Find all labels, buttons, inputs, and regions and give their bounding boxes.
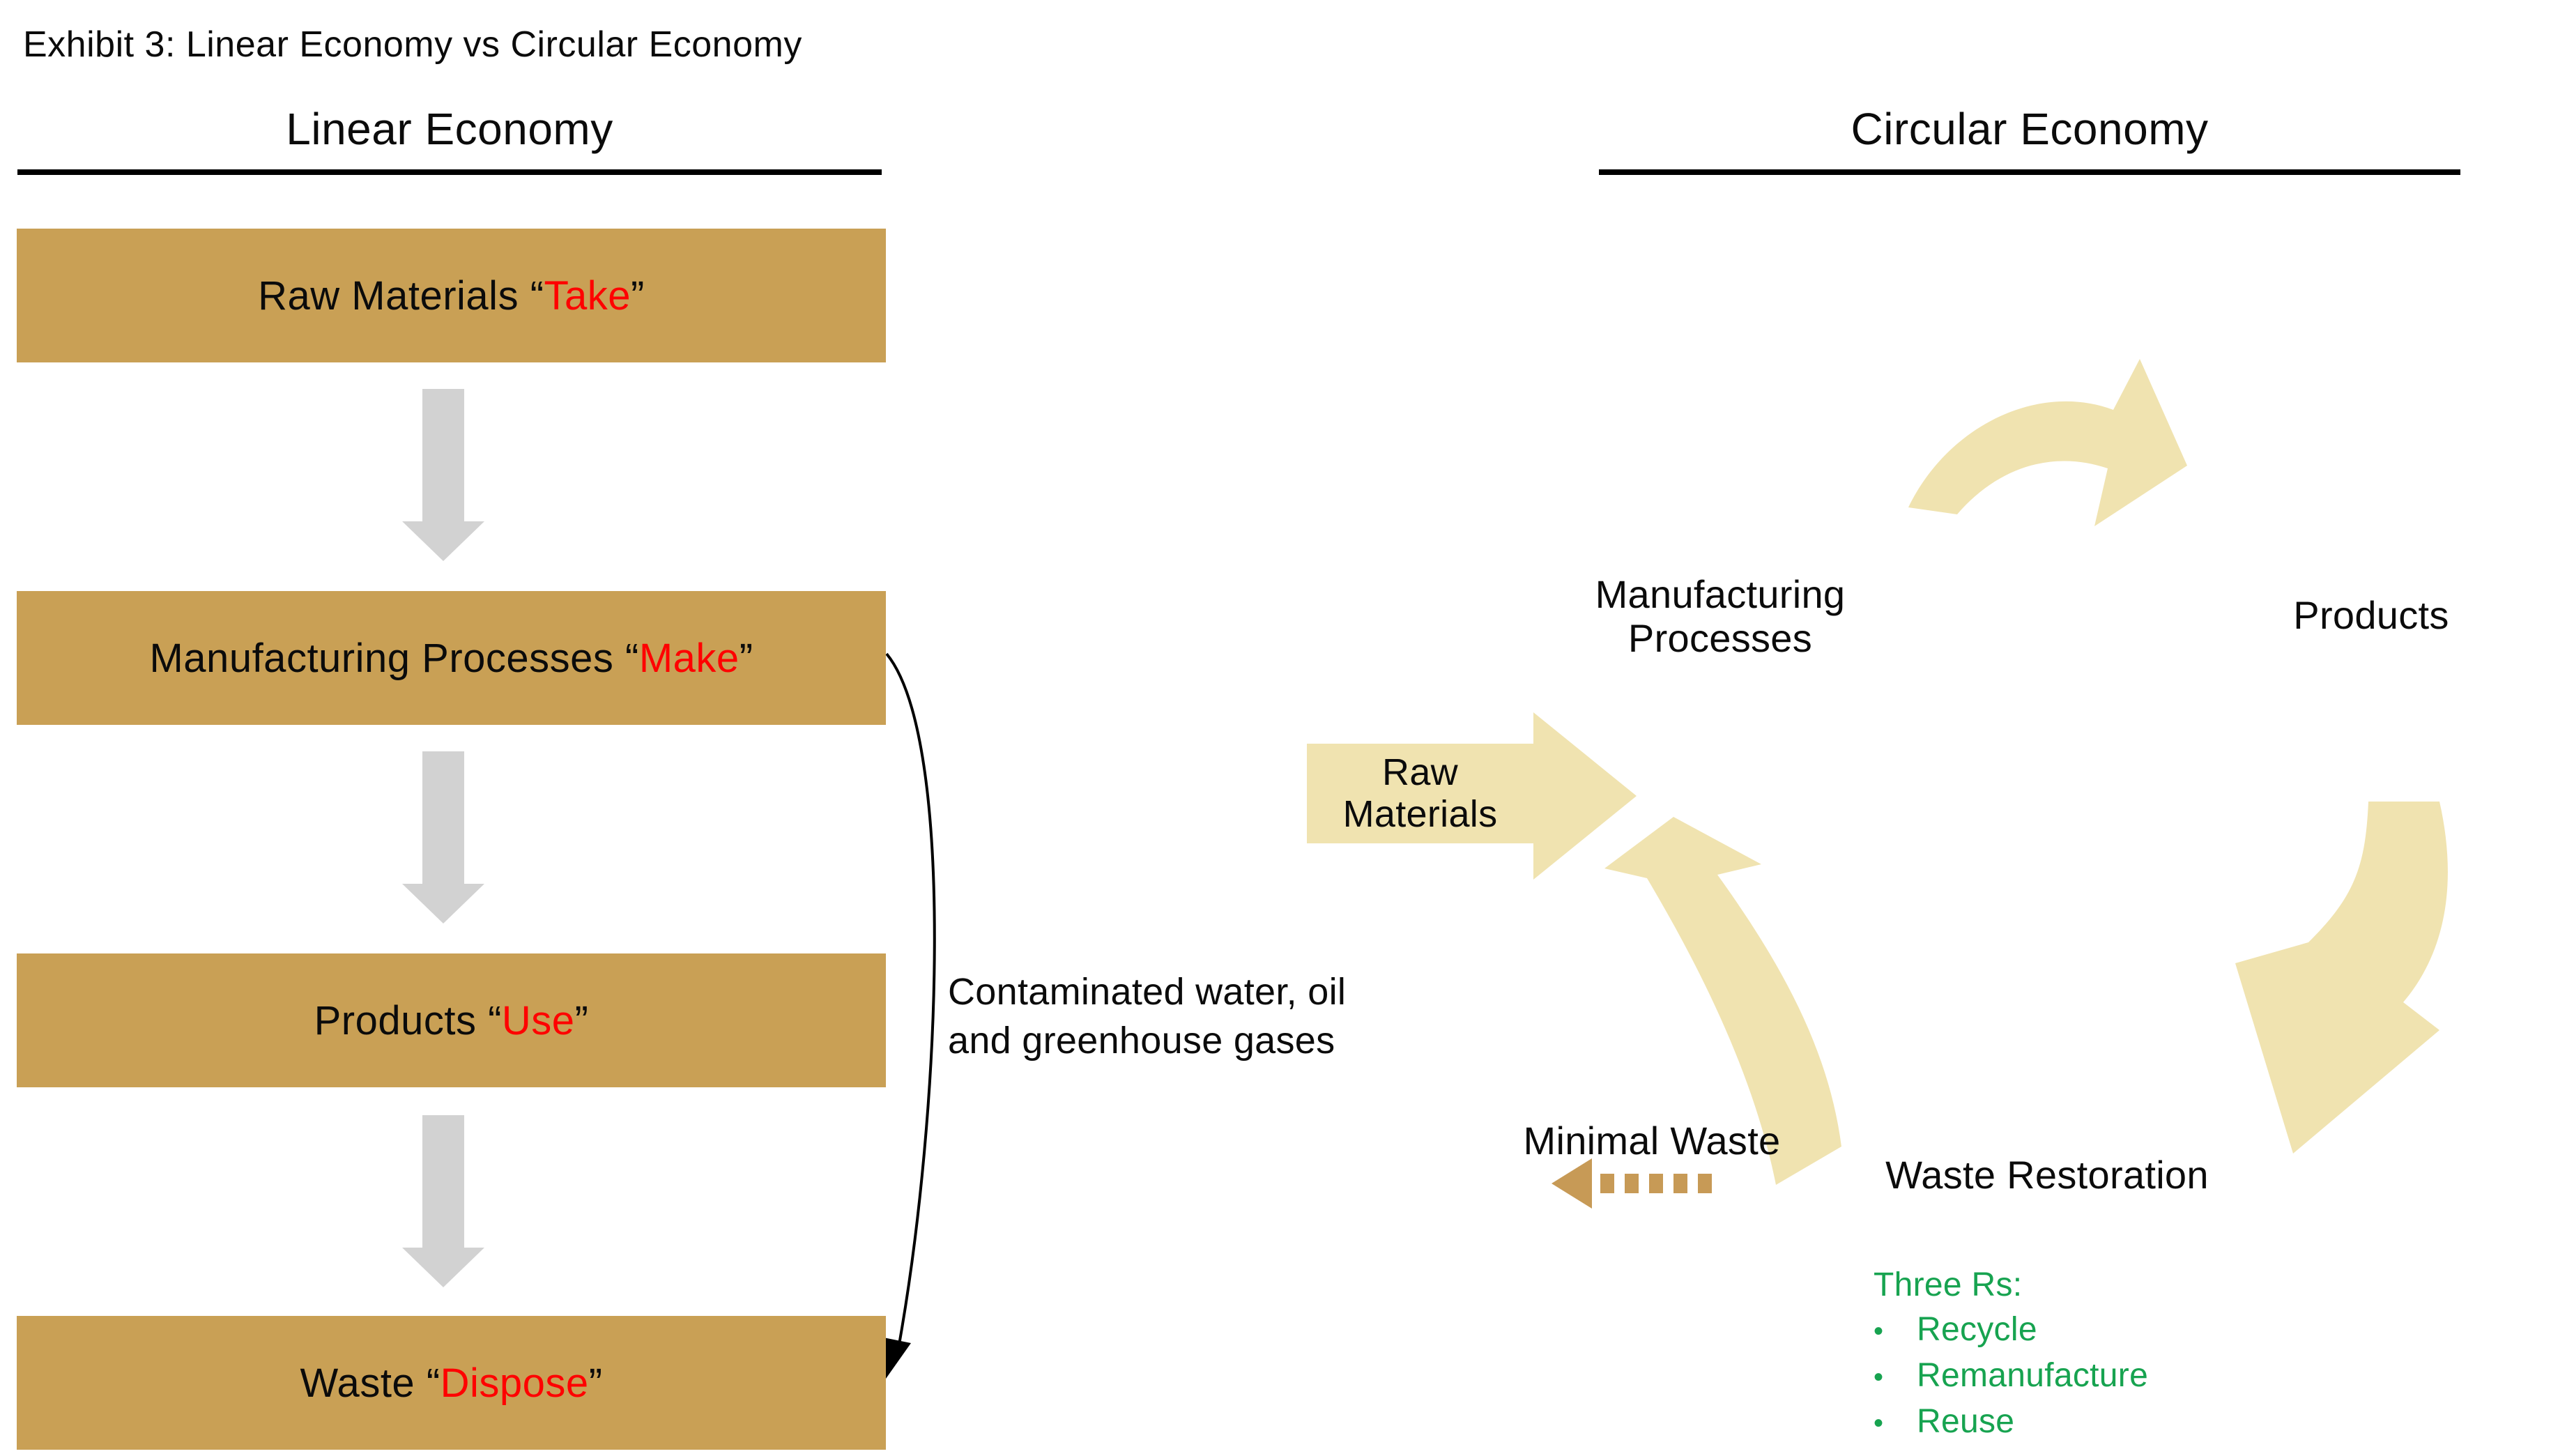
three-rs-heading: Three Rs: xyxy=(1874,1266,2023,1303)
down-arrow-2 xyxy=(402,751,484,924)
linear-box-raw-materials: Raw Materials “Take” xyxy=(17,229,886,362)
box-label-action: Make xyxy=(638,635,740,681)
close-quote: ” xyxy=(588,1360,603,1406)
bullet-icon: • xyxy=(1874,1362,1884,1393)
byproducts-note-line2: and greenhouse gases xyxy=(948,1020,1335,1062)
three-rs-list: Three Rs: • Recycle • Remanufacture • Reuse xyxy=(1874,1263,2148,1446)
minimal-waste-label: Minimal Waste xyxy=(1523,1119,1781,1163)
cycle-arrow-right-icon xyxy=(2235,802,2448,1154)
three-rs-item-label: Recycle xyxy=(1917,1311,2037,1348)
linear-economy-heading: Linear Economy xyxy=(286,104,613,154)
cycle-node-line1: Manufacturing xyxy=(1595,572,1846,616)
cycle-arrow-up-icon xyxy=(1604,817,1841,1185)
raw-materials-block-arrow xyxy=(1307,712,1637,880)
minimal-waste-arrowhead-icon xyxy=(1552,1158,1592,1209)
linear-heading-rule xyxy=(17,169,882,175)
three-rs-item-label: Remanufacture xyxy=(1917,1357,2149,1394)
cycle-node-products: Products xyxy=(2293,593,2449,637)
three-rs-item-reuse: • Reuse xyxy=(1874,1400,2148,1446)
bullet-icon: • xyxy=(1874,1316,1884,1347)
linear-box-label: Waste “Dispose” xyxy=(300,1360,602,1407)
open-quote: “ xyxy=(488,997,502,1043)
box-label-prefix: Waste xyxy=(300,1360,427,1406)
linear-box-manufacturing-processes: Manufacturing Processes “Make” xyxy=(17,591,886,725)
raw-materials-line2: Materials xyxy=(1342,793,1498,836)
raw-materials-arrow-label: Raw Materials xyxy=(1307,751,1533,836)
linear-box-label: Products “Use” xyxy=(314,997,589,1044)
linear-box-label: Raw Materials “Take” xyxy=(258,273,645,319)
close-quote: ” xyxy=(739,635,753,681)
box-label-action: Dispose xyxy=(440,1360,589,1406)
exhibit-title: Exhibit 3: Linear Economy vs Circular Ec… xyxy=(23,24,802,65)
down-arrow-3 xyxy=(402,1115,484,1287)
linear-box-waste: Waste “Dispose” xyxy=(17,1316,886,1450)
circular-economy-heading: Circular Economy xyxy=(1851,104,2209,154)
bullet-icon: • xyxy=(1874,1408,1884,1439)
open-quote: “ xyxy=(530,273,544,319)
byproducts-note: Contaminated water, oil and greenhouse g… xyxy=(948,967,1346,1065)
raw-materials-line1: Raw xyxy=(1382,751,1458,793)
three-rs-item-recycle: • Recycle xyxy=(1874,1308,2148,1354)
linear-box-label: Manufacturing Processes “Make” xyxy=(149,635,753,682)
box-label-prefix: Products xyxy=(314,997,489,1043)
box-label-action: Use xyxy=(501,997,575,1043)
cycle-node-waste-restoration: Waste Restoration xyxy=(1885,1153,2209,1197)
cycle-arrow-top-icon xyxy=(1908,359,2187,526)
byproducts-note-line1: Contaminated water, oil xyxy=(948,971,1347,1013)
three-rs-item-label: Reuse xyxy=(1917,1403,2015,1440)
box-label-action: Take xyxy=(544,273,631,319)
box-label-prefix: Raw Materials xyxy=(258,273,530,319)
close-quote: ” xyxy=(631,273,645,319)
open-quote: “ xyxy=(426,1360,441,1406)
box-label-prefix: Manufacturing Processes xyxy=(149,635,626,681)
three-rs-item-remanufacture: • Remanufacture xyxy=(1874,1354,2148,1400)
cycle-node-line2: Processes xyxy=(1627,615,1813,660)
down-arrow-1 xyxy=(402,389,484,561)
linear-box-products: Products “Use” xyxy=(17,953,886,1087)
cycle-node-manufacturing-processes: Manufacturing Processes xyxy=(1511,572,1929,660)
circular-heading-rule xyxy=(1599,169,2460,175)
open-quote: “ xyxy=(625,635,639,681)
close-quote: ” xyxy=(574,997,589,1043)
byproducts-connector-curve xyxy=(885,652,936,1353)
